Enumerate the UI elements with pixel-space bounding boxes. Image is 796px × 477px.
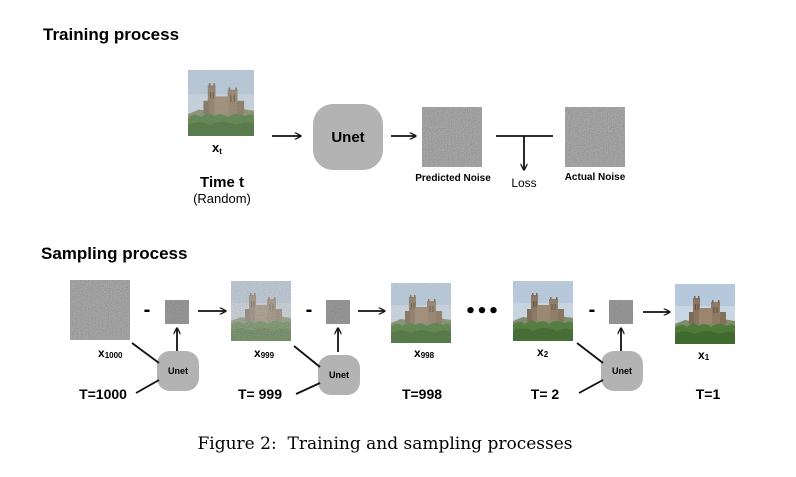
training-random-label: (Random)	[193, 191, 251, 206]
figure-caption: Figure 2: Training and sampling processe…	[197, 434, 572, 454]
training-heading: Training process	[43, 25, 179, 44]
sampling-image-x1	[675, 284, 735, 344]
training-unet-block	[313, 104, 383, 170]
predicted-noise-image	[422, 107, 482, 167]
sampling-image-x2	[513, 281, 573, 341]
connector-t1000-to-unet1	[135, 379, 160, 394]
sampling-label-x1: x1	[698, 348, 710, 362]
sampling-t-999: T= 999	[238, 386, 282, 402]
sampling-unet-label-1: Unet	[168, 366, 188, 376]
minus-sign-3: -	[589, 299, 596, 321]
sampling-heading: Sampling process	[41, 244, 187, 263]
sampling-t-1000: T=1000	[79, 386, 127, 402]
training-time-label: Time t	[200, 174, 244, 191]
sampling-label-x1000: x1000	[98, 346, 123, 360]
sampling-label-x998: x998	[414, 346, 435, 360]
sampling-t-998: T=998	[402, 386, 442, 402]
sampling-label-x2: x2	[537, 345, 549, 359]
actual-noise-label: Actual Noise	[565, 172, 626, 183]
sampling-unet-2	[318, 355, 360, 395]
connector-x999-to-unet2	[293, 345, 321, 368]
sampling-image-x999	[231, 281, 291, 341]
sampling-image-x1000	[70, 280, 130, 340]
loss-label: Loss	[511, 176, 536, 190]
sampling-t-2: T= 2	[531, 386, 560, 402]
minus-sign-1: -	[144, 299, 151, 321]
sampling-unet-3	[601, 351, 643, 391]
sampling-label-x999: x999	[254, 346, 275, 360]
sampling-unet-label-2: Unet	[329, 370, 349, 380]
sampling-t-1: T=1	[696, 386, 721, 402]
connector-x1000-to-unet1	[131, 342, 160, 364]
minus-sign-2: -	[306, 299, 313, 321]
training-unet-label: Unet	[331, 129, 364, 146]
sampling-image-x998	[391, 283, 451, 343]
connector-t999-to-unet2	[295, 382, 321, 395]
sampling-unet-1	[157, 351, 199, 391]
predicted-noise-label: Predicted Noise	[415, 173, 491, 184]
small-noise-3	[609, 300, 633, 324]
sampling-unet-label-3: Unet	[612, 366, 632, 376]
small-noise-1	[165, 300, 189, 324]
connector-t2-to-unet3	[578, 379, 604, 394]
connector-x2-to-unet3	[576, 342, 604, 364]
actual-noise-image	[565, 107, 625, 167]
small-noise-2	[326, 300, 350, 324]
ellipsis: •••	[465, 301, 500, 322]
training-input-image	[188, 70, 254, 136]
training-x-label: xt	[212, 140, 222, 156]
